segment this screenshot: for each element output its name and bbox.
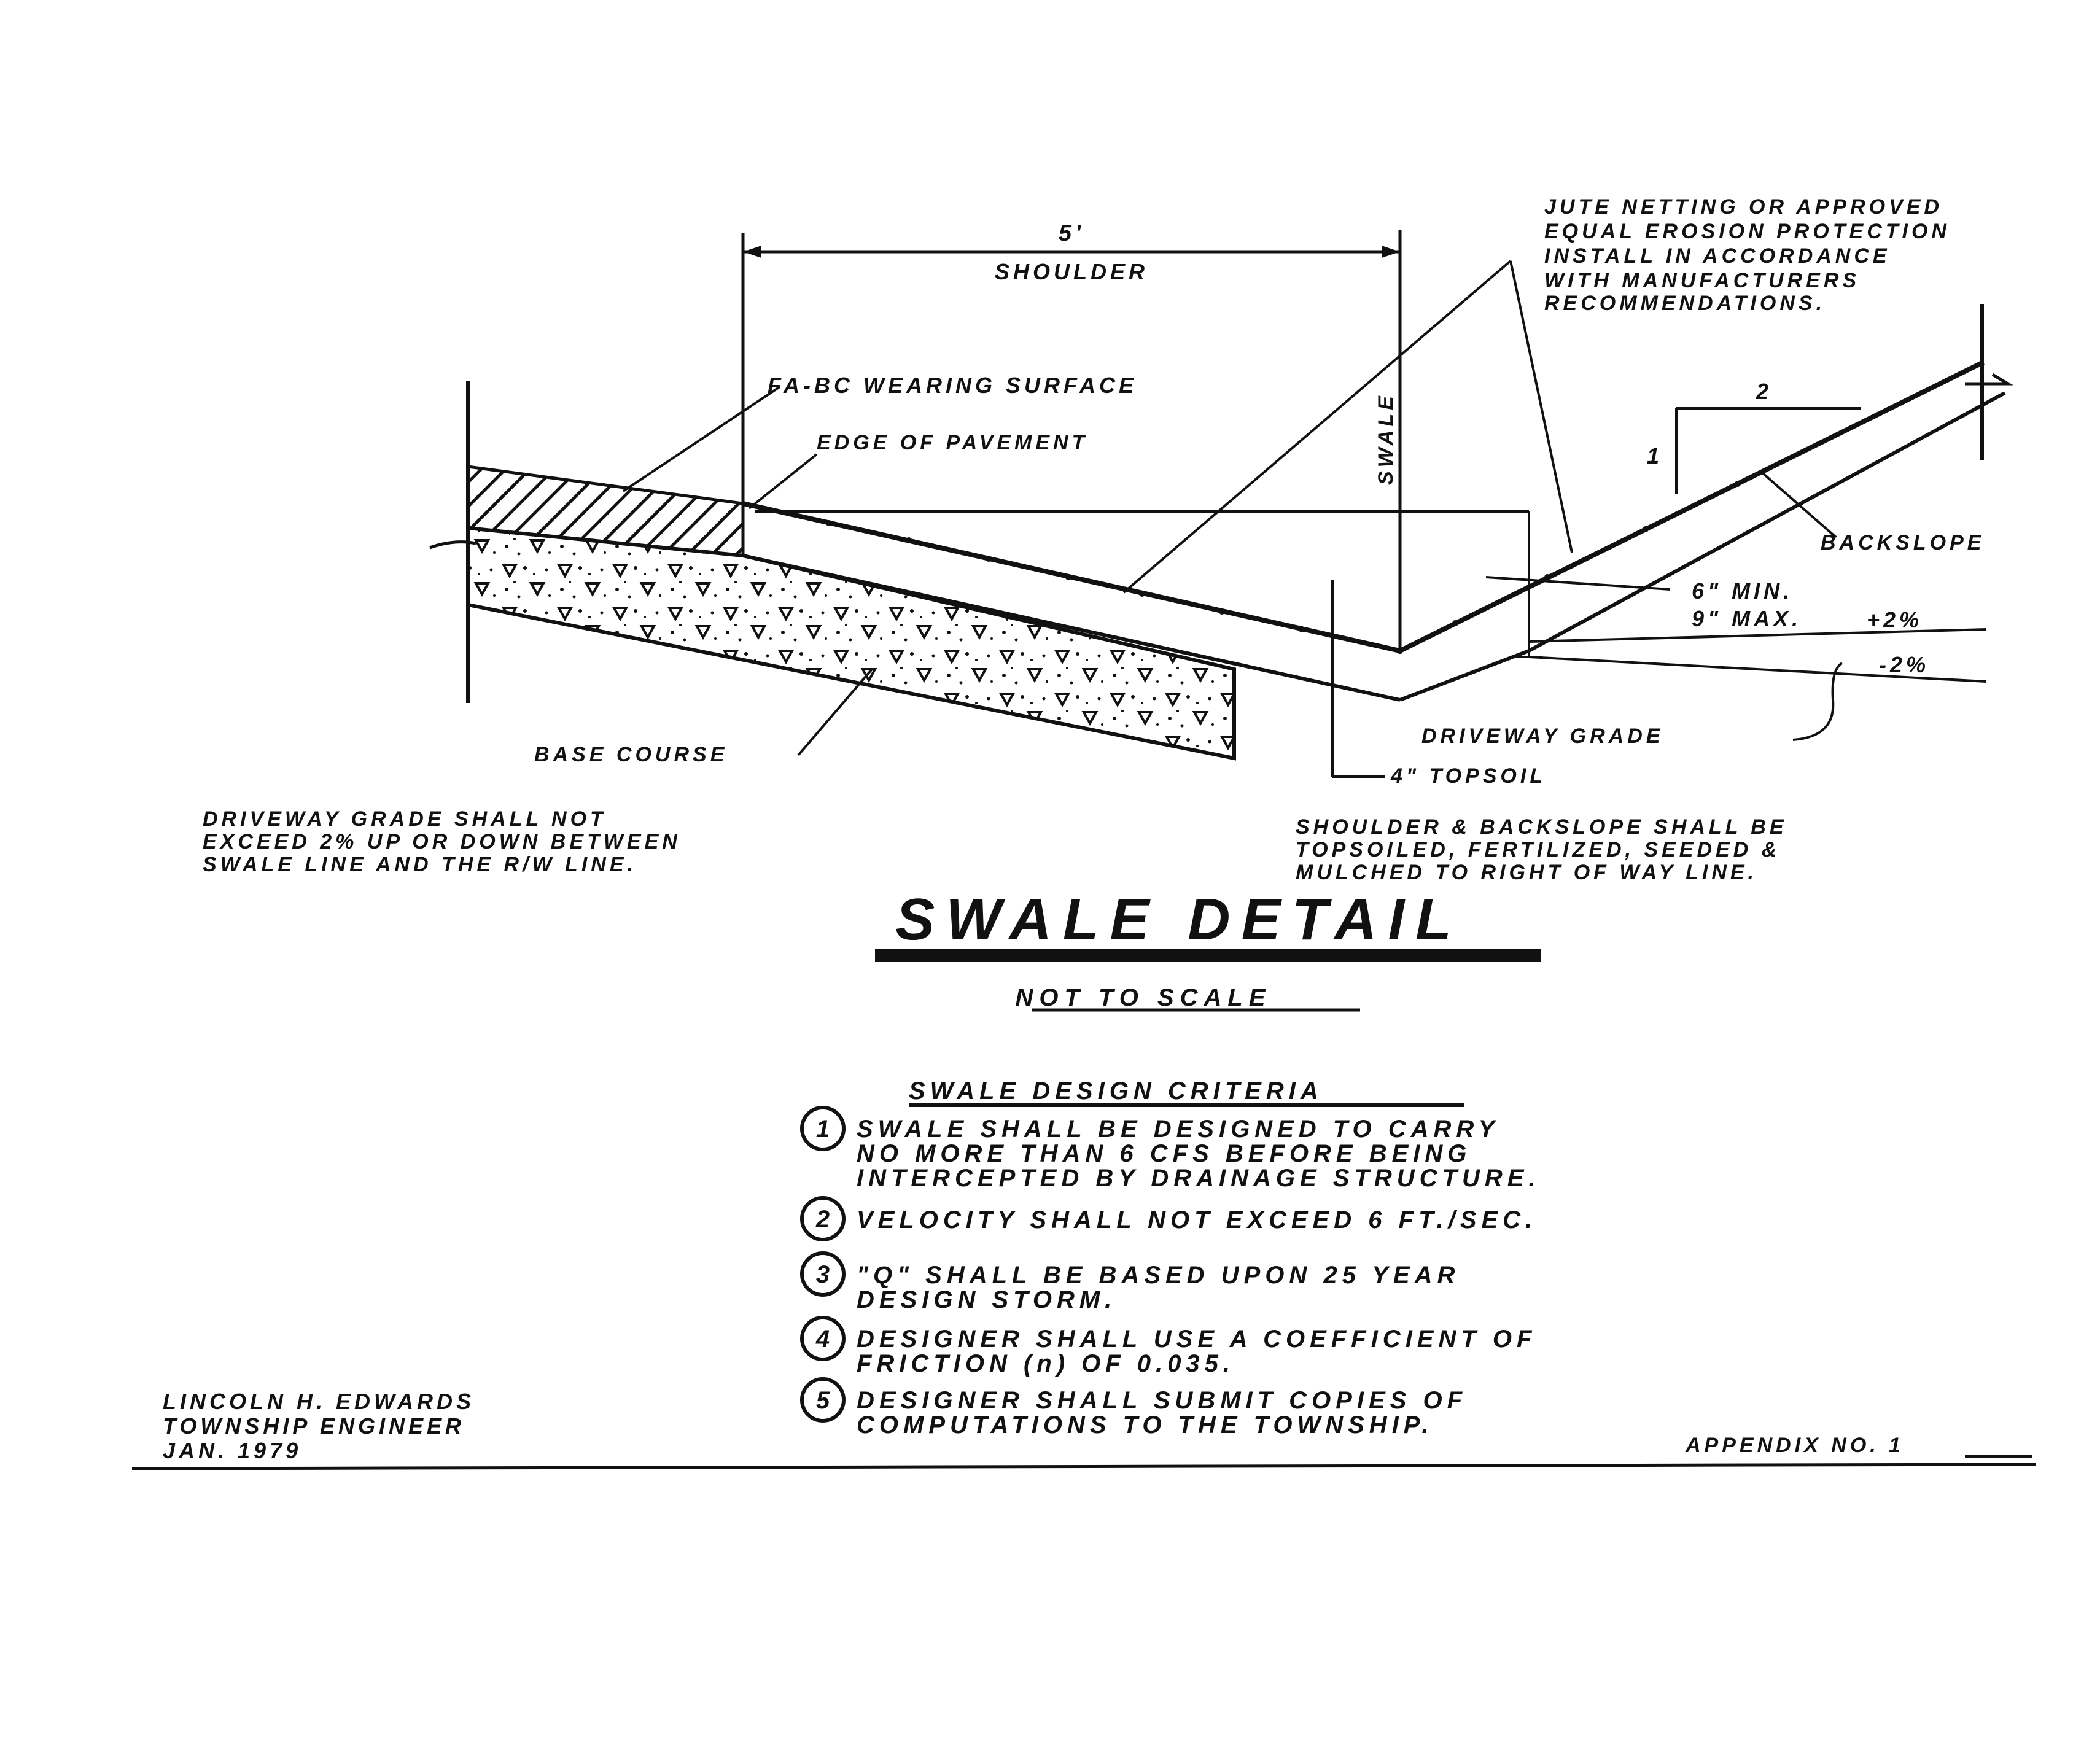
grade-minus-line xyxy=(1528,656,1987,683)
svg-text:5: 5 xyxy=(816,1387,830,1414)
criteria-number-circle xyxy=(800,1251,846,1297)
svg-text:NO MORE THAN 6 CFS BEFORE BEIN: NO MORE THAN 6 CFS BEFORE BEING xyxy=(857,1140,1471,1167)
svg-text:INTERCEPTED BY DRAINAGE STRUCT: INTERCEPTED BY DRAINAGE STRUCTURE. xyxy=(857,1165,1541,1192)
svg-text:MULCHED TO RIGHT OF WAY LINE.: MULCHED TO RIGHT OF WAY LINE. xyxy=(1296,861,1757,884)
label-dimension: 5' xyxy=(1059,220,1084,246)
diagram-labels: 5' SHOULDER FA-BC WEARING SURFACE EDGE O… xyxy=(534,195,1985,788)
svg-text:WITH MANUFACTURERS: WITH MANUFACTURERS xyxy=(1544,269,1860,292)
svg-text:EQUAL EROSION PROTECTION: EQUAL EROSION PROTECTION xyxy=(1544,220,1950,243)
label-base-course: BASE COURSE xyxy=(534,743,728,766)
svg-text:TOWNSHIP ENGINEER: TOWNSHIP ENGINEER xyxy=(163,1413,465,1439)
leader-lines xyxy=(622,260,1843,756)
signature-block: LINCOLN H. EDWARDS TOWNSHIP ENGINEER JAN… xyxy=(163,1389,475,1463)
title-underline xyxy=(875,949,1541,962)
drawing-subtitle: NOT TO SCALE xyxy=(1015,984,1271,1011)
svg-text:SWALE SHALL BE DESIGNED TO CAR: SWALE SHALL BE DESIGNED TO CARRY xyxy=(857,1116,1499,1143)
svg-text:TOPSOILED, FERTILIZED, SEEDED: TOPSOILED, FERTILIZED, SEEDED & xyxy=(1296,838,1780,861)
label-backslope: BACKSLOPE xyxy=(1821,531,1985,554)
swale-bottom-line xyxy=(1399,649,1530,702)
svg-text:JUTE NETTING OR APPROVED: JUTE NETTING OR APPROVED xyxy=(1544,195,1943,219)
grade-plus-line xyxy=(1528,628,1987,643)
label-slope-run: 2 xyxy=(1756,379,1772,404)
svg-text:SWALE LINE AND THE R/W LINE.: SWALE LINE AND THE R/W LINE. xyxy=(203,853,637,876)
svg-text:DESIGN STORM.: DESIGN STORM. xyxy=(857,1286,1116,1313)
criteria-number-circle xyxy=(800,1377,846,1423)
svg-text:RECOMMENDATIONS.: RECOMMENDATIONS. xyxy=(1544,292,1826,315)
label-minus-grade: -2% xyxy=(1879,652,1929,677)
label-wearing-surface: FA-BC WEARING SURFACE xyxy=(768,373,1137,398)
criteria-item-3: 3 "Q" SHALL BE BASED UPON 25 YEAR DESIGN… xyxy=(800,1251,1460,1313)
driveway-note: DRIVEWAY GRADE SHALL NOT EXCEED 2% UP OR… xyxy=(203,807,681,876)
label-driveway-grade: DRIVEWAY GRADE xyxy=(1421,725,1663,748)
svg-text:4: 4 xyxy=(815,1326,830,1353)
swale-profile xyxy=(742,304,2014,702)
criteria-item-1: 1 SWALE SHALL BE DESIGNED TO CARRY NO MO… xyxy=(800,1106,1541,1192)
svg-text:EXCEED 2% UP OR DOWN BETWEEN: EXCEED 2% UP OR DOWN BETWEEN xyxy=(203,830,681,853)
dim-arrow-left xyxy=(743,246,761,258)
svg-text:2: 2 xyxy=(815,1206,830,1233)
label-slope-rise: 1 xyxy=(1647,443,1663,468)
svg-text:DESIGNER SHALL SUBMIT COPIES O: DESIGNER SHALL SUBMIT COPIES OF xyxy=(857,1387,1467,1414)
svg-text:COMPUTATIONS TO THE TOWNSHIP.: COMPUTATIONS TO THE TOWNSHIP. xyxy=(857,1412,1433,1439)
svg-text:"Q" SHALL BE BASED UPON 25 YEA: "Q" SHALL BE BASED UPON 25 YEAR xyxy=(857,1262,1460,1289)
label-plus-grade: +2% xyxy=(1867,607,1923,632)
dimensions xyxy=(741,230,1987,778)
criteria-number-circle xyxy=(800,1106,846,1151)
backslope-bottom-line xyxy=(1528,391,2006,653)
erosion-netting-marks xyxy=(826,481,1741,632)
svg-text:1: 1 xyxy=(816,1116,830,1143)
shoulder-note: SHOULDER & BACKSLOPE SHALL BE TOPSOILED,… xyxy=(1296,815,1787,884)
topsoil-bottom-line xyxy=(742,554,1401,702)
svg-text:SHOULDER & BACKSLOPE SHALL BE: SHOULDER & BACKSLOPE SHALL BE xyxy=(1296,815,1787,839)
title-block: SWALE DETAIL NOT TO SCALE xyxy=(875,887,1541,1012)
row-arrow xyxy=(1965,373,2014,386)
label-jute-netting: JUTE NETTING OR APPROVED EQUAL EROSION P… xyxy=(1544,195,1950,315)
criteria-number-circle xyxy=(800,1196,846,1241)
dim-arrow-right xyxy=(1382,246,1400,258)
criteria-heading: SWALE DESIGN CRITERIA xyxy=(909,1078,1323,1105)
svg-text:VELOCITY SHALL NOT EXCEED 6 FT: VELOCITY SHALL NOT EXCEED 6 FT./SEC. xyxy=(857,1206,1537,1233)
svg-text:JAN. 1979: JAN. 1979 xyxy=(163,1438,301,1463)
criteria-item-4: 4 DESIGNER SHALL USE A COEFFICIENT OF FR… xyxy=(800,1316,1536,1377)
label-topsoil: 4" TOPSOIL xyxy=(1390,764,1546,788)
label-max: 9" MAX. xyxy=(1692,606,1802,631)
label-shoulder: SHOULDER xyxy=(995,259,1148,284)
svg-text:DESIGNER SHALL USE A COEFFICIE: DESIGNER SHALL USE A COEFFICIENT OF xyxy=(857,1326,1536,1353)
sheet-bottom-border xyxy=(131,1463,2036,1470)
drawing-title: SWALE DETAIL xyxy=(895,887,1463,952)
criteria-item-5: 5 DESIGNER SHALL SUBMIT COPIES OF COMPUT… xyxy=(800,1377,1467,1439)
pavement-section xyxy=(429,381,1236,761)
svg-text:INSTALL IN ACCORDANCE: INSTALL IN ACCORDANCE xyxy=(1544,244,1891,268)
label-edge-of-pavement: EDGE OF PAVEMENT xyxy=(817,431,1088,454)
backslope-surface-line xyxy=(1399,360,1985,653)
criteria-number-circle xyxy=(800,1316,846,1361)
svg-text:DRIVEWAY GRADE SHALL NOT: DRIVEWAY GRADE SHALL NOT xyxy=(203,807,607,831)
svg-text:FRICTION (n) OF 0.035.: FRICTION (n) OF 0.035. xyxy=(857,1350,1235,1377)
label-min: 6" MIN. xyxy=(1692,578,1793,604)
appendix-label: APPENDIX NO. 1 xyxy=(1685,1434,1904,1457)
label-swale: SWALE xyxy=(1374,392,1398,485)
criteria-item-2: 2 VELOCITY SHALL NOT EXCEED 6 FT./SEC. xyxy=(800,1196,1537,1241)
base-course-layer xyxy=(466,526,1236,761)
svg-text:3: 3 xyxy=(816,1261,830,1288)
break-mark xyxy=(429,540,476,550)
design-criteria: SWALE DESIGN CRITERIA 1 SWALE SHALL BE D… xyxy=(800,1078,1541,1439)
svg-text:LINCOLN H. EDWARDS: LINCOLN H. EDWARDS xyxy=(163,1389,475,1414)
depth-leader xyxy=(1485,576,1671,591)
